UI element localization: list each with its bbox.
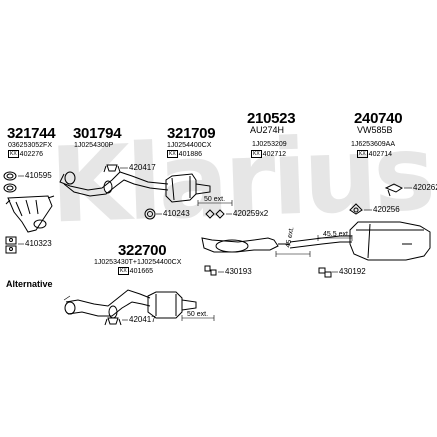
- part-410595: 410595: [25, 171, 52, 180]
- kit-tag: KX: [8, 150, 19, 158]
- group-321744-code: 036253052FX: [8, 142, 52, 149]
- part-420259: 420259x2: [233, 209, 269, 218]
- clamp-420417-bottom-icon: [104, 317, 122, 326]
- kit-tag: KX: [118, 267, 129, 275]
- alternative-catalyst-icon: [147, 291, 197, 319]
- kit-ref: 401886: [178, 151, 203, 158]
- ring-410243-icon: [144, 208, 156, 220]
- kit-tag: KX: [251, 150, 262, 158]
- group-240740-code: 1J6253609AA: [351, 141, 395, 148]
- group-240740-number: 240740: [354, 110, 403, 127]
- mount-430193-icon: [204, 265, 217, 276]
- group-321709-code: 1J0254400CX: [167, 142, 212, 149]
- part-420262: 420262: [413, 183, 437, 192]
- kit-tag: KX: [357, 150, 368, 158]
- dim-50-bottom: [181, 315, 215, 321]
- front-pipe-301794-icon: [59, 171, 169, 197]
- group-321744-number: 321744: [7, 125, 56, 142]
- clamp-420417-top-icon: [103, 164, 121, 173]
- kit-ref: 401665: [129, 268, 154, 275]
- clamp-420262-icon: [384, 183, 403, 197]
- kit-ref: 402714: [368, 151, 393, 158]
- mount-430192-icon: [318, 267, 332, 278]
- clamp-420256-icon: [349, 203, 363, 215]
- group-210523-number: 210523: [247, 110, 296, 127]
- gasket-410323-icon: [5, 236, 17, 254]
- part-420256: 420256: [373, 205, 400, 214]
- group-301794-code: 1J0254300P: [74, 142, 114, 149]
- catalyst-321709-icon: [165, 173, 211, 203]
- dim-50-bottom-label: 50 ext.: [187, 311, 209, 318]
- clamp-410595-icon: [3, 171, 17, 193]
- manifold-321744-icon: [5, 195, 55, 233]
- kit-tag: KX: [167, 150, 178, 158]
- dim-45-5: [317, 235, 353, 241]
- group-210523-code-top: AU274H: [250, 125, 285, 135]
- dim-50-top-label: 50 ext.: [204, 196, 226, 203]
- group-322700-number: 322700: [118, 242, 167, 259]
- group-322700-code: 1J0253430T+1J0254400CX: [94, 259, 182, 266]
- part-410323: 410323: [25, 239, 52, 248]
- group-301794-number: 301794: [73, 125, 122, 142]
- part-420417-bottom: 420417: [129, 315, 156, 324]
- dim-50-top: [197, 200, 233, 206]
- part-430193: 430193: [225, 267, 252, 276]
- dim-45: [275, 251, 311, 257]
- part-420417-top: 420417: [129, 163, 156, 172]
- rear-silencer-240740-icon: [349, 221, 431, 261]
- part-410243: 410243: [163, 209, 190, 218]
- leader-lines: [18, 167, 412, 321]
- alternative-label: Alternative: [6, 279, 53, 289]
- centre-silencer-210523-icon: [201, 237, 290, 253]
- part-430192: 430192: [339, 267, 366, 276]
- kit-ref: 402276: [19, 151, 44, 158]
- kit-ref: 402712: [262, 151, 287, 158]
- clamp-420259-icon: [205, 209, 225, 219]
- dim-45-5-label: 45.5 ext.: [323, 231, 350, 238]
- group-210523-code: 1J0253209: [252, 141, 287, 148]
- group-321709-number: 321709: [167, 125, 216, 142]
- group-240740-code-top: VW585B: [357, 125, 393, 135]
- alternative-pipe-322700-icon: [64, 289, 151, 319]
